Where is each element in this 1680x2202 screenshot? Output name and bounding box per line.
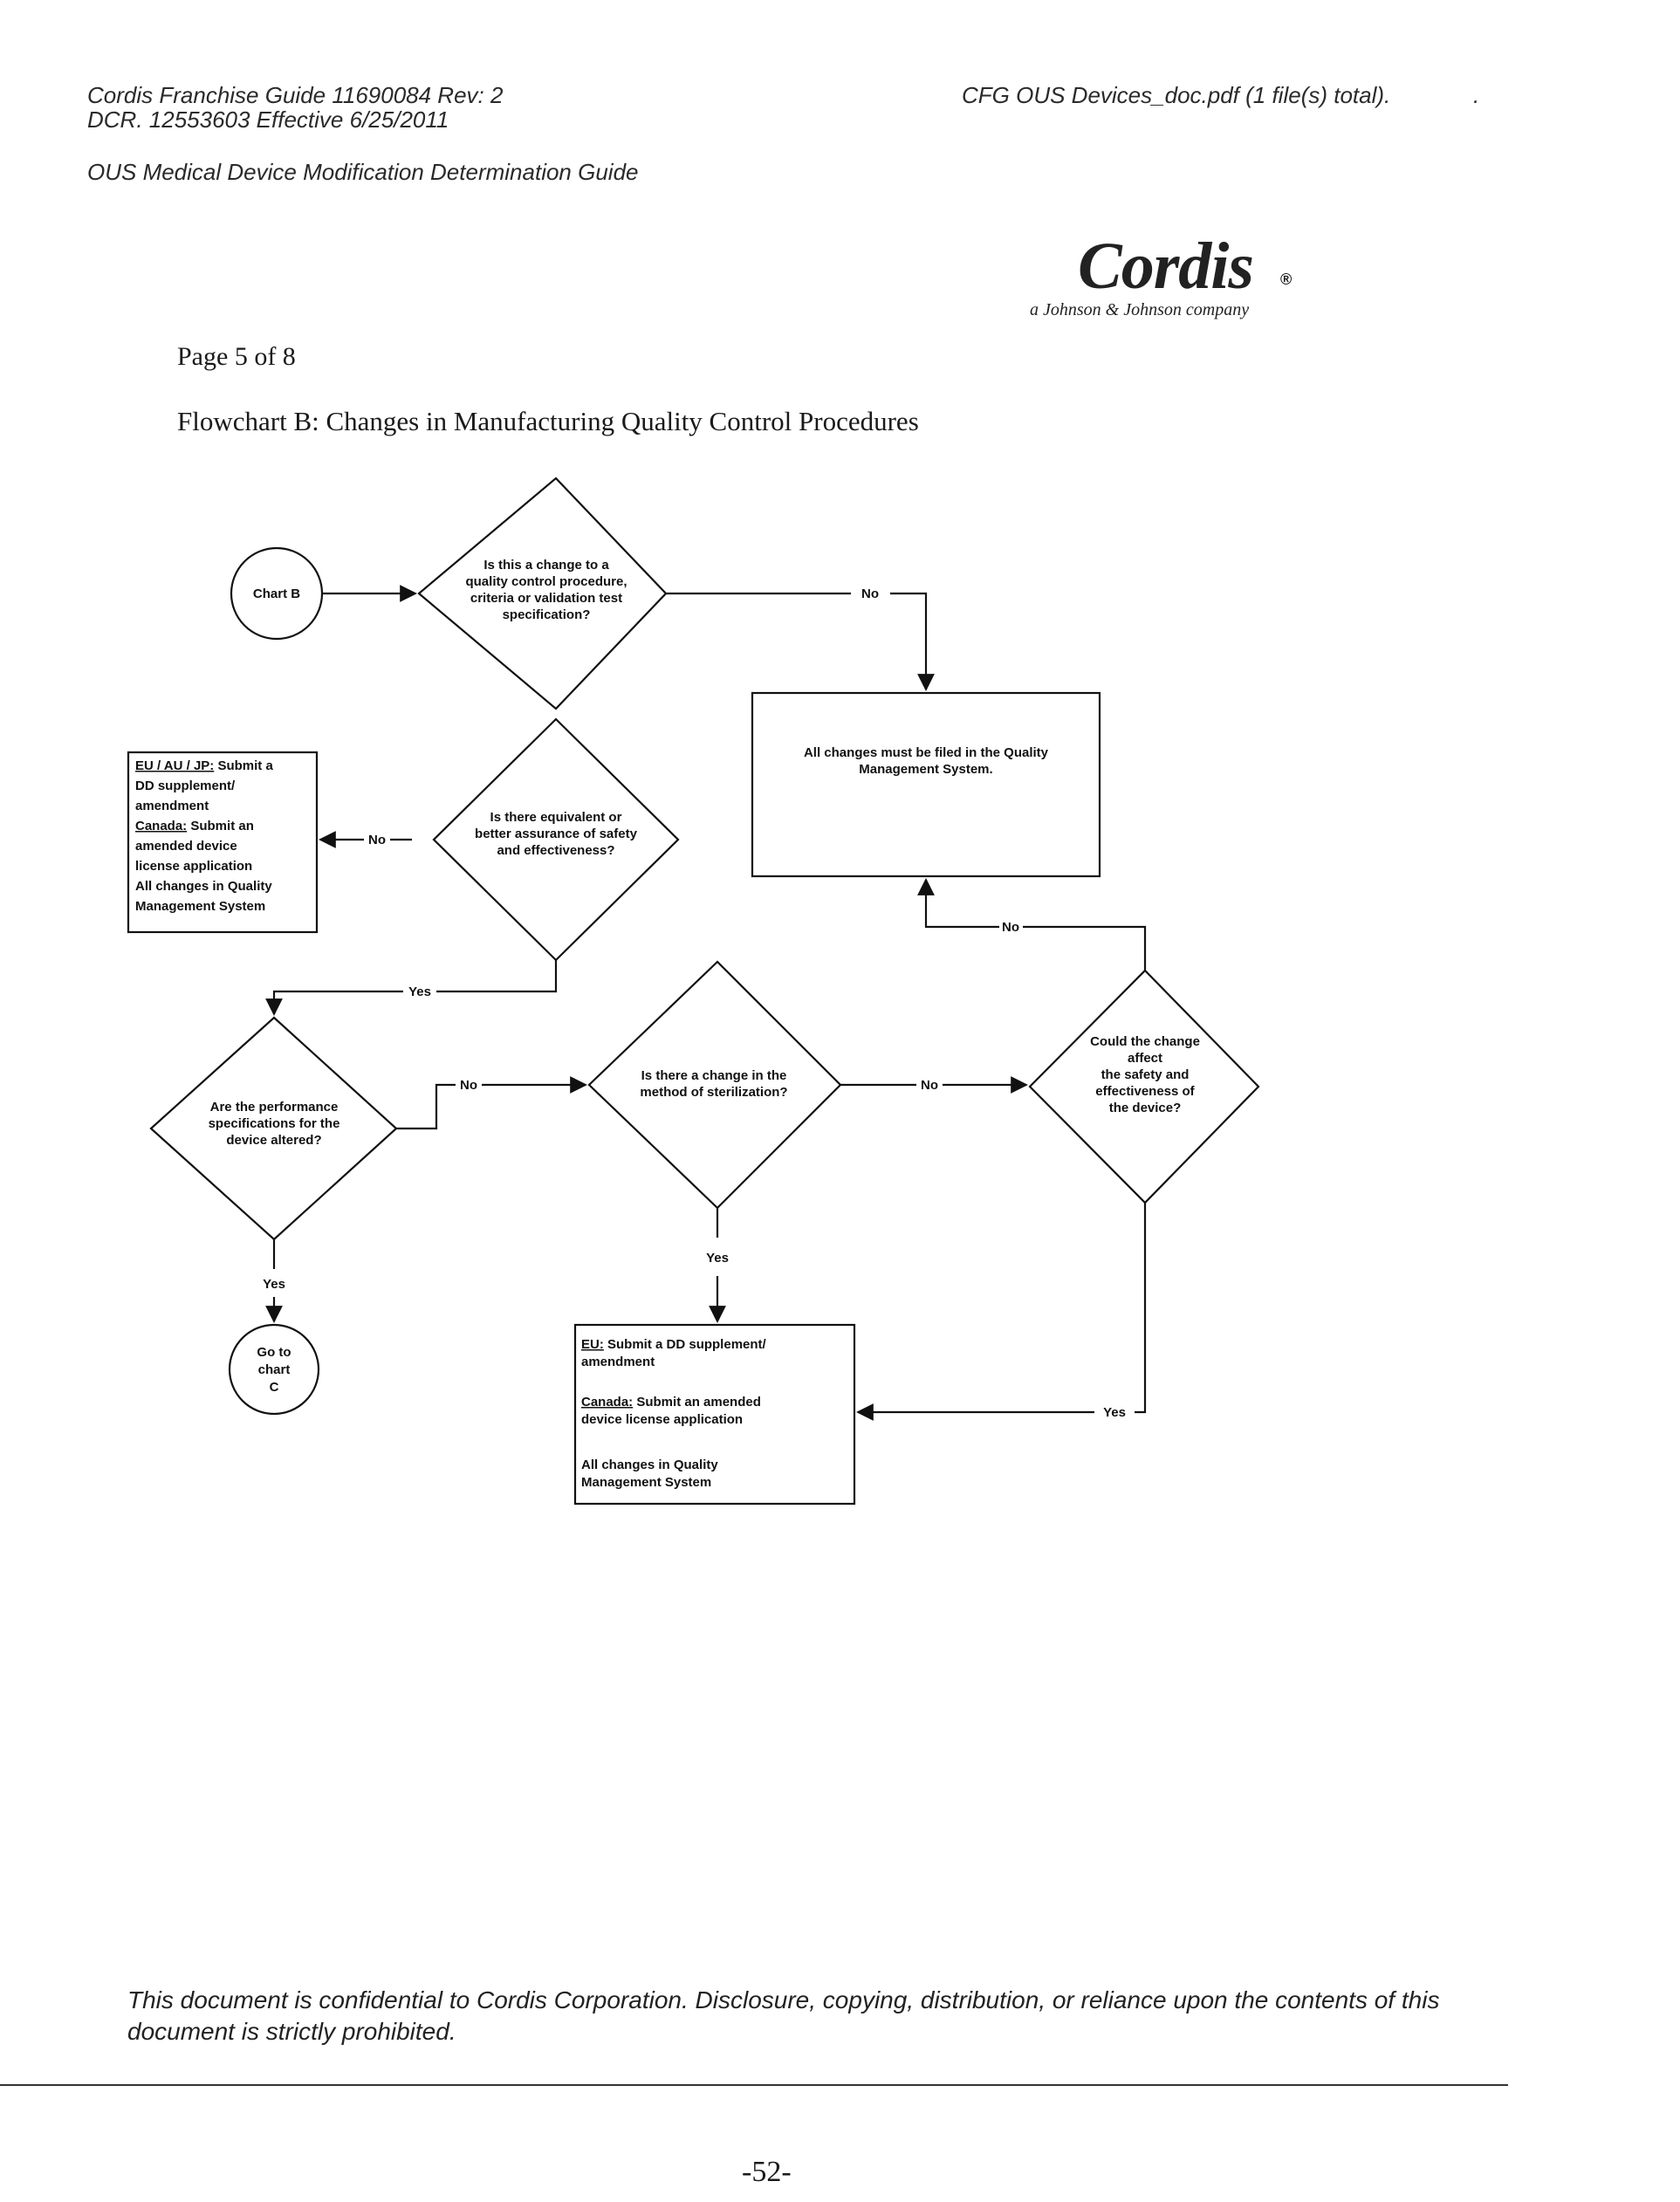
svg-text:EU: Submit a DD supplement/: EU: Submit a DD supplement/ <box>581 1337 767 1352</box>
d4-line-2: method of sterilization? <box>640 1085 787 1100</box>
d3-line-2: specifications for the <box>209 1116 340 1131</box>
goto-line-2: chart <box>258 1362 291 1377</box>
doc-control-line-1: Cordis Franchise Guide 11690084 Rev: 2 <box>87 82 504 108</box>
goto-chart-c-circle <box>228 1323 320 1416</box>
left-eu-line-2: amendment <box>135 799 209 813</box>
left-eu-text: Submit a <box>214 758 273 773</box>
bottom-eu-line-2: amendment <box>581 1355 655 1369</box>
label-d5-no: No <box>1002 920 1019 935</box>
left-qms-line-1: All changes in Quality <box>135 879 272 894</box>
page-number: -52- <box>742 2156 792 2188</box>
connector-d5-yes-a <box>1135 1203 1147 1414</box>
label-d3-no: No <box>460 1078 477 1093</box>
goto-chart-c-text: Go to chart C <box>257 1345 291 1395</box>
d3-line-3: device altered? <box>226 1133 321 1148</box>
qms-filing-box <box>751 691 1101 878</box>
connector-d5-no-a <box>1023 925 1147 971</box>
svg-text:EU / AU / JP: Submit a: EU / AU / JP: Submit a <box>135 758 273 773</box>
d1-line-1: Is this a change to a <box>483 558 609 573</box>
left-qms-line-2: Management System <box>135 899 265 914</box>
logo-registered-mark: ® <box>1280 271 1293 288</box>
qms-line-1: All changes must be filed in the Quality <box>804 745 1049 760</box>
bottom-qms-line-2: Management System <box>581 1475 711 1490</box>
submission-box-left <box>127 751 319 934</box>
decision-performance-specs-text: Are the performance specifications for t… <box>209 1100 340 1148</box>
connector-d3-no-a <box>396 1083 456 1130</box>
submission-box-bottom <box>573 1323 856 1506</box>
left-canada-line-2: license application <box>135 859 252 874</box>
footer-divider <box>0 2084 1508 2086</box>
connector-d2-yes-b <box>265 990 403 1016</box>
svg-text:Canada: Submit an amended: Canada: Submit an amended <box>581 1395 761 1410</box>
submission-box-left-text: EU / AU / JP: Submit a DD supplement/ am… <box>135 758 273 914</box>
file-reference-dot: . <box>1473 82 1480 108</box>
label-d2-yes: Yes <box>408 984 431 999</box>
qms-line-2: Management System. <box>859 762 992 777</box>
page-label: Page 5 of 8 <box>177 342 296 371</box>
confidentiality-notice: This document is confidential to Cordis … <box>127 1986 1440 2045</box>
d5-line-2: affect <box>1128 1051 1162 1066</box>
bottom-canada-label: Canada: <box>581 1395 633 1410</box>
left-canada-label: Canada: <box>135 819 187 833</box>
d3-line-1: Are the performance <box>210 1100 339 1115</box>
d1-line-2: quality control procedure, <box>465 574 627 589</box>
d1-line-4: specification? <box>503 607 591 622</box>
svg-text:Canada: Submit an: Canada: Submit an <box>135 819 254 833</box>
connector-d2-yes-a <box>436 960 558 993</box>
submission-box-bottom-text: EU: Submit a DD supplement/ amendment Ca… <box>581 1337 767 1490</box>
decision-qc-change-text: Is this a change to a quality control pr… <box>465 558 627 622</box>
goto-line-3: C <box>270 1380 279 1395</box>
connector-d1-no-b <box>890 592 935 691</box>
d1-line-3: criteria or validation test <box>470 591 622 606</box>
doc-control-line-2: DCR. 12553603 Effective 6/25/2011 <box>87 106 449 133</box>
bottom-eu-text: Submit a DD supplement/ <box>604 1337 767 1352</box>
d5-line-3: the safety and <box>1101 1067 1190 1082</box>
bottom-canada-text: Submit an amended <box>633 1395 761 1410</box>
logo-wordmark: Cordis <box>1078 230 1254 303</box>
label-d1-no: No <box>861 587 879 601</box>
decision-safety-effectiveness-text: Could the change affect the safety and e… <box>1090 1034 1200 1115</box>
bottom-eu-label: EU: <box>581 1337 604 1352</box>
bottom-canada-line-2: device license application <box>581 1412 743 1427</box>
left-eu-line-1: DD supplement/ <box>135 779 236 793</box>
label-d5-yes: Yes <box>1103 1405 1126 1420</box>
label-d2-no: No <box>368 833 386 847</box>
d5-line-4: effectiveness of <box>1095 1084 1195 1099</box>
bottom-qms-line-1: All changes in Quality <box>581 1458 718 1472</box>
d4-line-1: Is there a change in the <box>641 1068 787 1083</box>
d2-line-2: better assurance of safety <box>475 827 638 841</box>
d2-line-1: Is there equivalent or <box>490 810 622 825</box>
decision-equivalent-assurance-text: Is there equivalent or better assurance … <box>475 810 638 858</box>
d5-line-1: Could the change <box>1090 1034 1200 1049</box>
label-d4-no: No <box>921 1078 938 1093</box>
flowchart-title: Flowchart B: Changes in Manufacturing Qu… <box>177 406 919 436</box>
qms-filing-text: All changes must be filed in the Quality… <box>804 745 1049 777</box>
decision-sterilization-text: Is there a change in the method of steri… <box>640 1068 787 1100</box>
logo-tagline: a Johnson & Johnson company <box>1030 300 1250 319</box>
left-canada-line-1: amended device <box>135 839 237 854</box>
left-eu-label: EU / AU / JP: <box>135 758 214 773</box>
left-canada-text: Submit an <box>187 819 254 833</box>
start-connector-label: Chart B <box>253 587 300 601</box>
d5-line-5: the device? <box>1109 1101 1182 1115</box>
cordis-logo: Cordis ® a Johnson & Johnson company <box>1030 229 1309 325</box>
decision-qc-change-shape <box>417 477 668 710</box>
label-d4-yes: Yes <box>706 1251 729 1266</box>
label-d3-yes: Yes <box>263 1277 285 1292</box>
goto-line-1: Go to <box>257 1345 291 1360</box>
connector-d5-no-b <box>917 878 999 929</box>
d2-line-3: and effectiveness? <box>497 843 614 858</box>
guide-title: OUS Medical Device Modification Determin… <box>87 159 639 185</box>
file-reference: CFG OUS Devices_doc.pdf (1 file(s) total… <box>962 82 1391 108</box>
